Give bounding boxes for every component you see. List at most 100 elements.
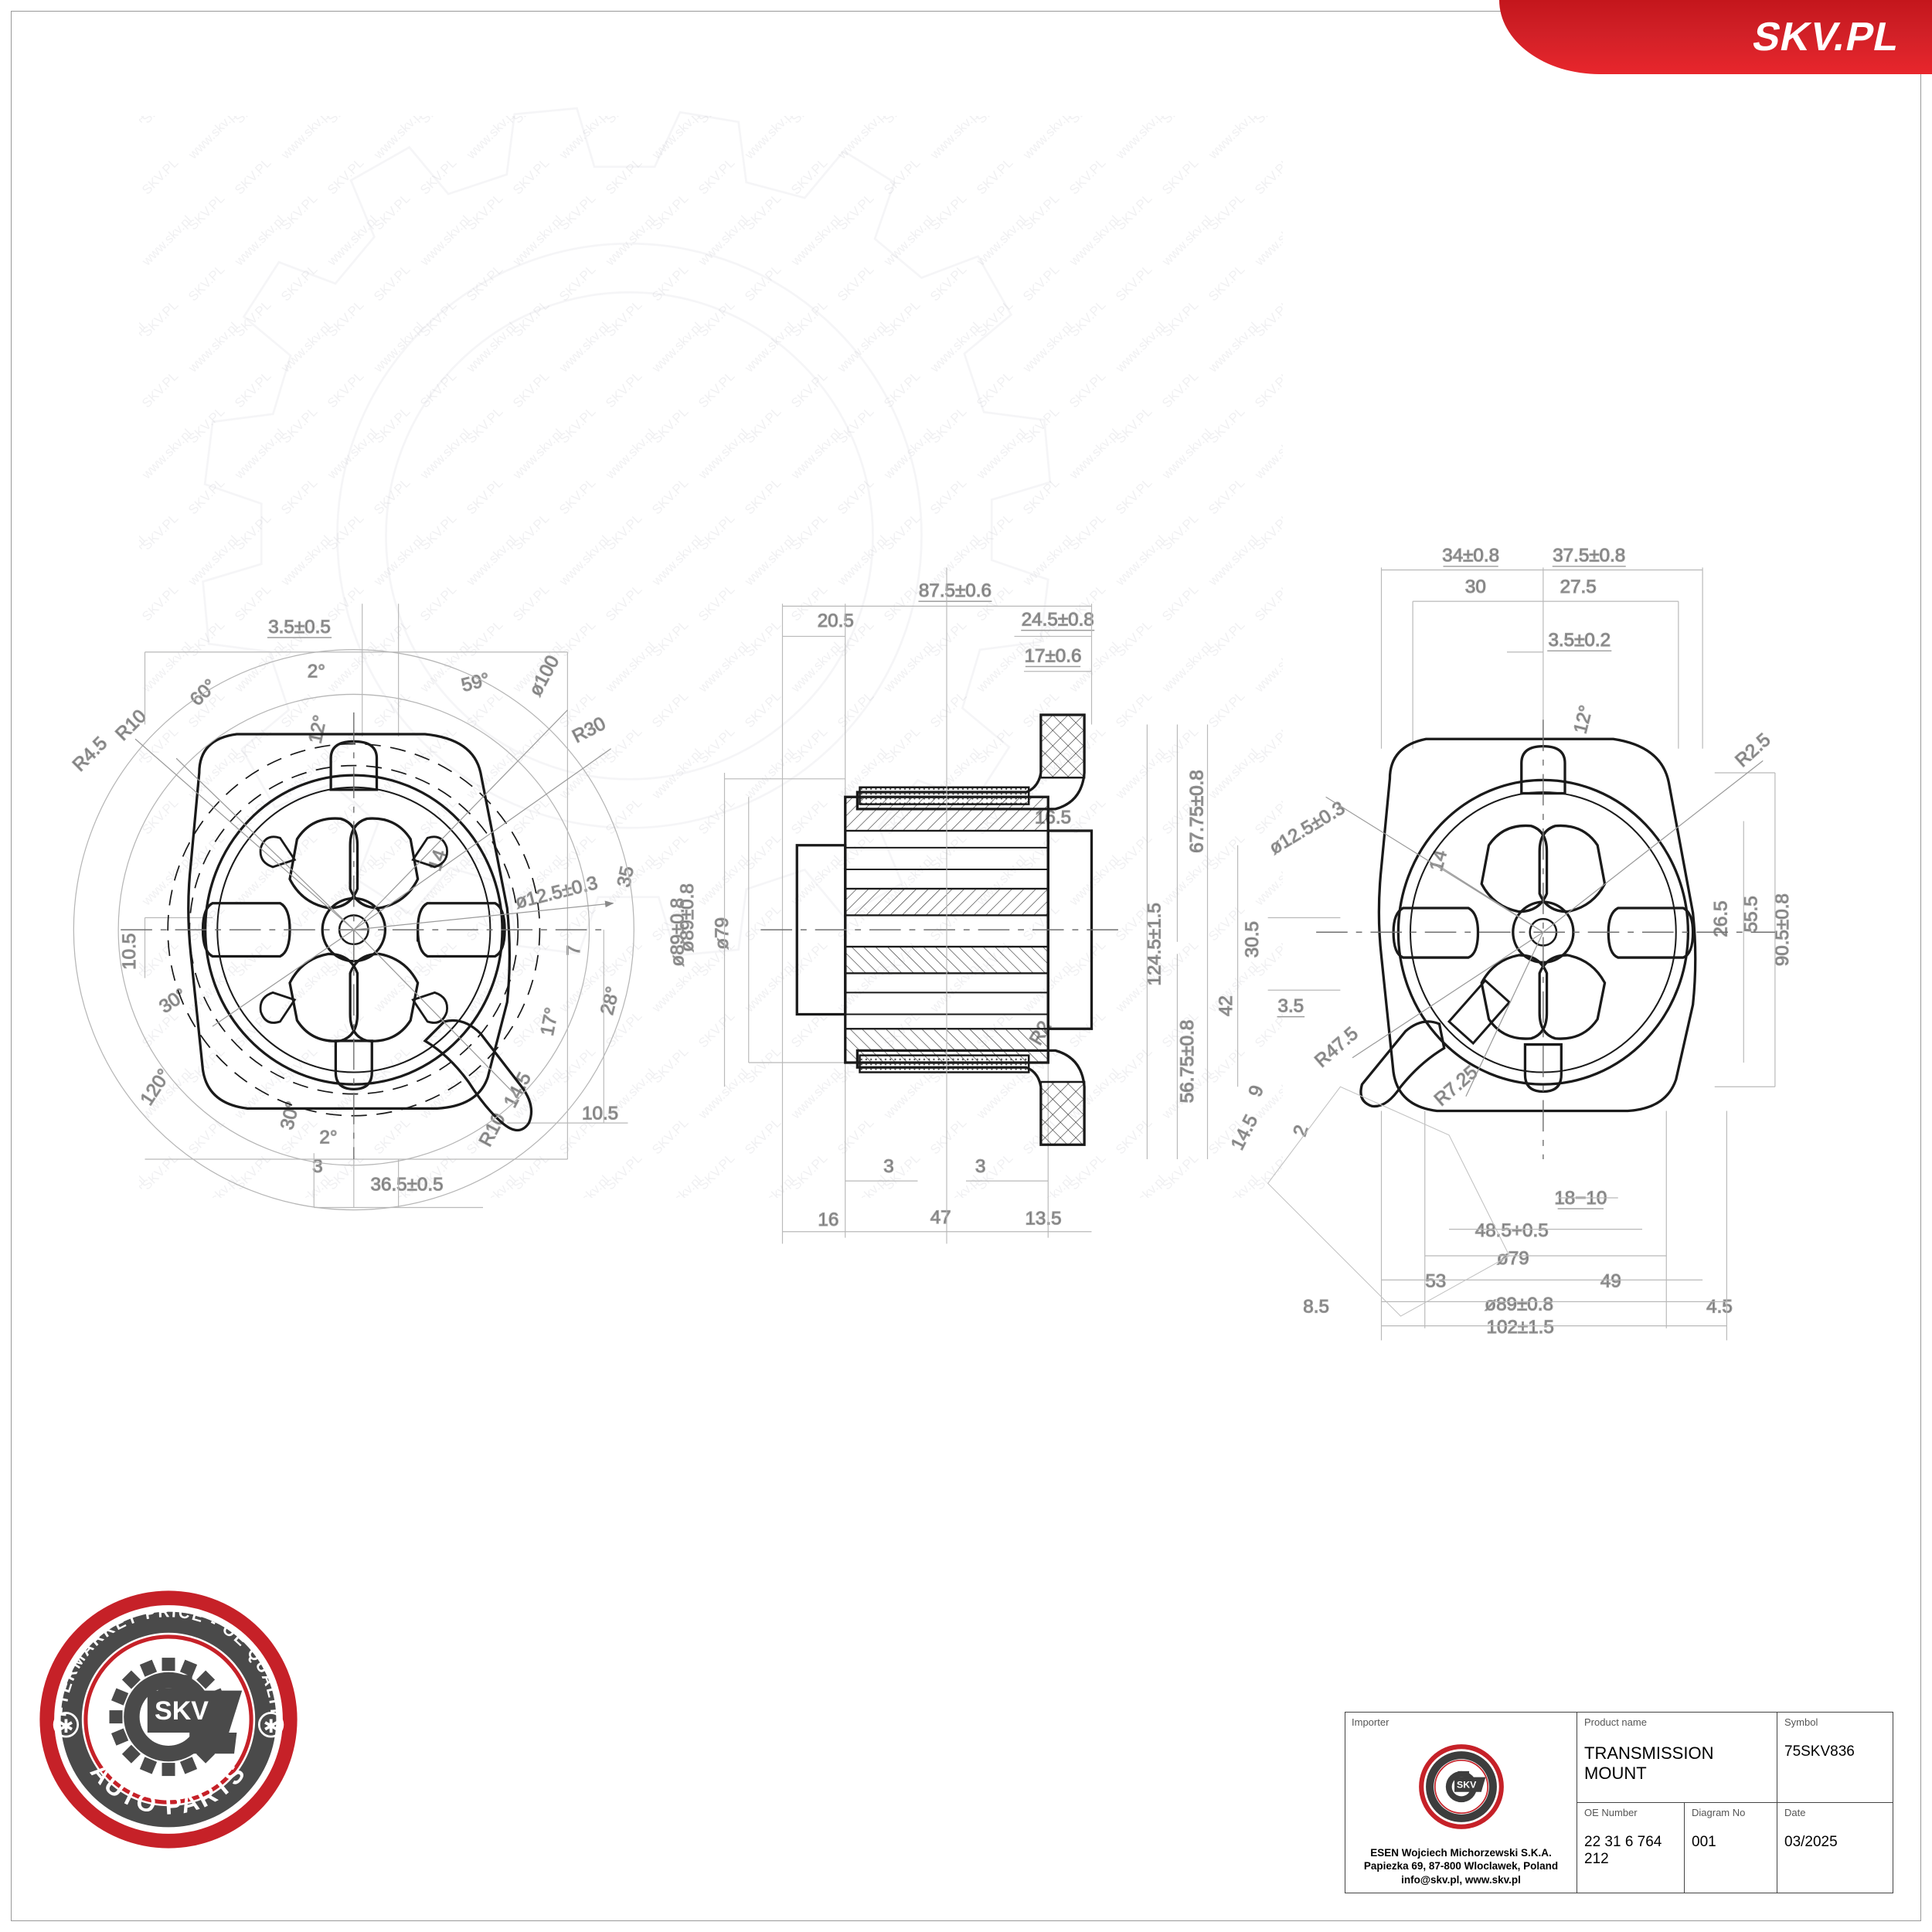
dimension-label: R30 bbox=[569, 713, 609, 747]
brand-logo-text: SKV.PL bbox=[1748, 15, 1905, 60]
product-name-label: Product name bbox=[1584, 1716, 1647, 1728]
dimension-label: R10 bbox=[475, 1110, 510, 1150]
dimension-label: 37.5±0.8 bbox=[1553, 546, 1625, 566]
importer-cell: Importer SKV ESEN Wojciech Michorzewski … bbox=[1345, 1713, 1577, 1893]
dimension-label: R7.25 bbox=[1430, 1062, 1481, 1111]
dimension-label: 9 bbox=[1245, 1083, 1268, 1099]
dimension-label: 3.5 bbox=[1277, 995, 1304, 1016]
gear-watermark bbox=[202, 107, 1052, 957]
importer-address-block: ESEN Wojciech Michorzewski S.K.A. Papiez… bbox=[1345, 1846, 1577, 1887]
title-block: Importer SKV ESEN Wojciech Michorzewski … bbox=[1345, 1712, 1893, 1893]
dimension-label: 42 bbox=[1216, 995, 1236, 1016]
dimension-label: 2° bbox=[319, 1128, 337, 1148]
dimension-label: 12° bbox=[1570, 703, 1597, 736]
dimension-label: 3 bbox=[883, 1156, 893, 1177]
dimension-label: 67.75±0.8 bbox=[1186, 770, 1207, 853]
svg-text:SKV: SKV bbox=[1457, 1780, 1477, 1791]
dimension-label: ø12.5±0.3 bbox=[1266, 798, 1349, 859]
dimension-label: 13.5 bbox=[1025, 1208, 1061, 1229]
title-block-right: Product name TRANSMISSION MOUNT Symbol 7… bbox=[1577, 1713, 1893, 1893]
dimension-label: 2° bbox=[308, 662, 325, 682]
diagram-no-value: 001 bbox=[1692, 1834, 1716, 1851]
svg-text:✱: ✱ bbox=[58, 1716, 73, 1737]
dimension-label: 27.5 bbox=[1560, 577, 1597, 597]
dimension-label: 17±0.6 bbox=[1025, 645, 1082, 666]
section-view-geometry bbox=[760, 567, 1124, 1244]
importer-contact: info@skv.pl, www.skv.pl bbox=[1401, 1874, 1521, 1886]
diagram-no-cell: Diagram No 001 bbox=[1684, 1803, 1777, 1893]
dimension-label: ø79 bbox=[712, 917, 733, 950]
front-view-geometry bbox=[73, 649, 634, 1211]
dimension-label: 87.5±0.6 bbox=[919, 580, 992, 601]
title-block-row-oe: OE Number 22 31 6 764 212 Diagram No 001… bbox=[1577, 1803, 1893, 1893]
importer-label: Importer bbox=[1352, 1716, 1389, 1728]
symbol-cell: Symbol 75SKV836 bbox=[1777, 1713, 1893, 1802]
dimension-label: 16 bbox=[818, 1209, 838, 1230]
product-name-value: TRANSMISSION MOUNT bbox=[1584, 1743, 1714, 1784]
dimension-label: 20.5 bbox=[818, 611, 854, 631]
dimension-extension-lines bbox=[144, 567, 1776, 1341]
symbol-value: 75SKV836 bbox=[1784, 1743, 1855, 1760]
dimension-label: 36.5±0.5 bbox=[371, 1175, 444, 1196]
dimension-label: 30° bbox=[155, 985, 190, 1018]
dimension-label: 3 bbox=[975, 1156, 985, 1177]
dimension-label: 10.5 bbox=[119, 934, 140, 970]
dimension-label: 4.5 bbox=[1706, 1296, 1733, 1317]
dimension-label: 2 bbox=[1290, 1123, 1313, 1139]
dimension-label: ø100 bbox=[525, 652, 563, 699]
product-name-cell: Product name TRANSMISSION MOUNT bbox=[1577, 1713, 1777, 1802]
dimension-label: 49 bbox=[1600, 1271, 1621, 1292]
dimension-label: 10.5 bbox=[582, 1103, 618, 1124]
dimension-label: 26.5 bbox=[1710, 901, 1731, 937]
dimension-label: R2.5 bbox=[1731, 730, 1774, 771]
skv-auto-parts-stamp: AFTERMARKET PRICE - OE QUALITY AUTO PART… bbox=[37, 1588, 298, 1849]
dimension-label: 47 bbox=[930, 1207, 951, 1228]
dimension-label: 8.5 bbox=[1303, 1296, 1329, 1317]
dimension-label: 55.5 bbox=[1740, 896, 1761, 932]
dimension-label: R4.5 bbox=[69, 733, 111, 775]
dimension-label: 17° bbox=[537, 1005, 563, 1037]
dimension-label: R47.5 bbox=[1311, 1023, 1362, 1072]
dimension-label: 53 bbox=[1425, 1271, 1446, 1292]
oe-number-label: OE Number bbox=[1584, 1807, 1638, 1818]
dimension-label: 56.75±0.8 bbox=[1177, 1020, 1198, 1104]
dimension-label: 60° bbox=[186, 675, 221, 710]
dimension-label: 30 bbox=[1465, 577, 1486, 597]
dimension-label: 120° bbox=[137, 1066, 175, 1110]
dimension-label: 59° bbox=[459, 669, 492, 696]
skv-mini-stamp-icon: SKV bbox=[1418, 1744, 1504, 1829]
importer-address: Papiezka 69, 87-800 Wloclawek, Poland bbox=[1363, 1860, 1559, 1872]
dimension-label: 12° bbox=[304, 713, 331, 745]
dimension-label: 35 bbox=[614, 864, 638, 889]
dimension-label: 3 bbox=[312, 1156, 322, 1177]
sheet-border bbox=[11, 11, 1921, 1921]
dimension-label: ø89±0.8 bbox=[1485, 1294, 1553, 1315]
dimension-label: 7 bbox=[563, 945, 584, 955]
dimension-label: 30.5 bbox=[1242, 921, 1263, 957]
dimension-label: 56.75±0.8 bbox=[1177, 1020, 1198, 1104]
dimension-label: 102±1.5 bbox=[1487, 1317, 1554, 1338]
brand-header: SKV.PL bbox=[1499, 0, 1932, 74]
dimension-label: 34±0.8 bbox=[1442, 546, 1499, 566]
dimension-label: 24.5±0.8 bbox=[1022, 609, 1094, 630]
rear-view-geometry bbox=[1267, 719, 1775, 1317]
rear-view-dimensions: 34±0.8 37.5±0.8 30 27.5 3.5±0.2 12° R2.5 ø12.5±… bbox=[1176, 545, 1794, 1338]
importer-name: ESEN Wojciech Michorzewski S.K.A. bbox=[1370, 1846, 1552, 1859]
dimension-label: 14.5 bbox=[1227, 1111, 1262, 1153]
date-cell: Date 03/2025 bbox=[1777, 1803, 1893, 1893]
dimension-label: 90.5±0.8 bbox=[1772, 893, 1793, 966]
symbol-label: Symbol bbox=[1784, 1716, 1818, 1728]
dimension-label: 48.5+0.5 bbox=[1475, 1220, 1549, 1241]
dimension-label: 3.5±0.5 bbox=[268, 617, 331, 638]
dimension-label: 3.5±0.2 bbox=[1548, 630, 1611, 651]
title-block-row-product: Product name TRANSMISSION MOUNT Symbol 7… bbox=[1577, 1713, 1893, 1803]
dimension-label: ø79 bbox=[1497, 1248, 1529, 1269]
oe-number-value: 22 31 6 764 212 bbox=[1584, 1834, 1662, 1868]
date-value: 03/2025 bbox=[1784, 1834, 1838, 1851]
date-label: Date bbox=[1784, 1807, 1806, 1818]
diagram-no-label: Diagram No bbox=[1692, 1807, 1746, 1818]
svg-text:✱: ✱ bbox=[264, 1716, 279, 1737]
stamp-center-text: SKV bbox=[155, 1696, 209, 1726]
